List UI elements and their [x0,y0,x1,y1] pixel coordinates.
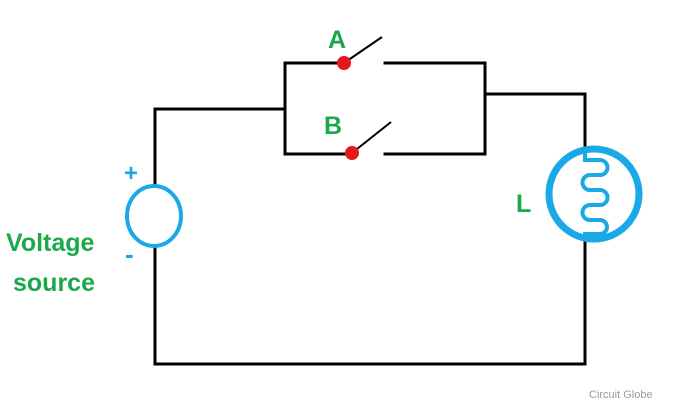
wire-bottom-loop [153,236,587,366]
wire-right-upper [483,92,587,152]
wire-left-upper [153,107,287,188]
negative-terminal-sign: - [125,239,134,269]
switch-a-label: A [328,26,347,54]
lamp-filament [580,150,610,238]
positive-terminal-sign: + [124,160,139,187]
lamp-label: L [516,190,532,218]
watermark-text: Circuit Globe [589,389,653,401]
switch-b-blade [351,121,392,154]
switch-a-blade [343,36,383,64]
voltage-source-label-line1: Voltage [6,229,95,257]
switch-b-contact [345,146,359,160]
lamp-symbol [545,145,643,243]
switch-a-contact [337,56,351,70]
switch-b-label: B [324,112,343,140]
voltage-source-symbol [125,184,183,248]
voltage-source-label-line2: source [13,269,95,297]
